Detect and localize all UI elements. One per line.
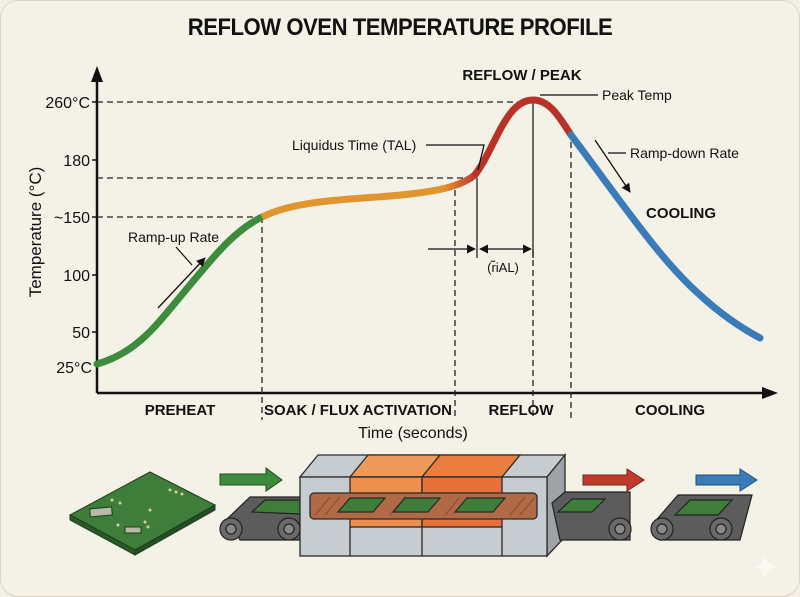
- y-ticks: [92, 101, 97, 333]
- ytick-25: 25°C: [56, 360, 92, 377]
- ytick-100: 100: [63, 268, 90, 285]
- y-axis-arrow-icon: [91, 66, 103, 82]
- red-arrow-icon: [582, 468, 645, 492]
- green-arrow-icon: [219, 467, 283, 492]
- pcb-in-oven-1: [336, 497, 387, 513]
- page-title: REFLOW OVEN TEMPERATURE PROFILE: [187, 14, 613, 41]
- ramp-down-label: Ramp-down Rate: [630, 145, 739, 161]
- x-axis-arrow-icon: [762, 387, 778, 399]
- cooling-curve: [567, 131, 764, 342]
- y-axis-label: Temperature (°C): [26, 167, 45, 298]
- ytick-150: ~150: [54, 210, 90, 227]
- reference-lines: [97, 101, 572, 420]
- zone-preheat: PREHEAT: [145, 402, 216, 419]
- peak-temp-label: Peak Temp: [602, 87, 672, 103]
- blue-arrow-icon: [695, 468, 758, 492]
- x-axis-label: Time (seconds): [358, 425, 468, 442]
- preheat-curve: [93, 213, 266, 368]
- liquidus-time-label: Liquidus Time (TAL): [292, 137, 416, 153]
- zone-reflow: REFLOW: [489, 402, 555, 419]
- cooling-annotation: COOLING: [646, 205, 716, 222]
- zone-cooling: COOLING: [635, 402, 705, 419]
- ytick-260: 260°C: [45, 95, 90, 112]
- ytick-180: 180: [63, 153, 90, 170]
- tal-interval-label: (r̃iAL): [487, 260, 519, 275]
- entry-conveyor-icon: [219, 496, 301, 541]
- sparkle-icon: [753, 555, 777, 579]
- ramp-up-label: Ramp-up Rate: [128, 229, 219, 245]
- pcb-in-oven-2: [391, 497, 442, 513]
- reflow-peak-label: REFLOW / PEAK: [462, 67, 581, 84]
- y-axis: [91, 66, 103, 393]
- reflow-curve: [471, 96, 574, 179]
- pcb-in-oven-3: [453, 497, 507, 513]
- x-axis: [97, 387, 778, 399]
- reflow-oven-icon: [298, 453, 567, 558]
- pcb-board-icon: [68, 471, 217, 556]
- exit-conveyor-icon: [551, 491, 632, 541]
- zone-soak: SOAK / FLUX ACTIVATION: [264, 402, 452, 419]
- ytick-50: 50: [72, 325, 90, 342]
- soak-curve: [260, 172, 478, 221]
- cooling-conveyor-icon: [650, 494, 753, 541]
